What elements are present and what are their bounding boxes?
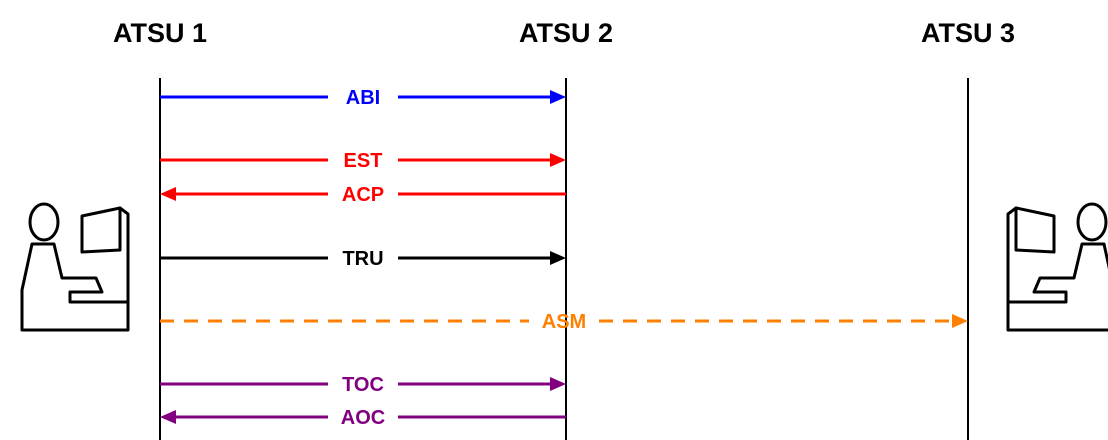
- arrowhead: [160, 410, 176, 424]
- arrowhead: [160, 187, 176, 201]
- unit-title-atsu3: ATSU 3: [921, 18, 1015, 48]
- arrowhead: [550, 90, 566, 104]
- message-tru: TRU: [160, 248, 566, 270]
- message-asm: ASM: [160, 311, 968, 333]
- message-label: ABI: [346, 87, 380, 109]
- message-est: EST: [160, 150, 566, 172]
- message-arrows: ABI EST ACP TRU ASM TOC AOC: [160, 87, 968, 429]
- controller-workstation-icon-right: [1006, 202, 1108, 332]
- arrowhead: [550, 377, 566, 391]
- message-toc: TOC: [160, 374, 566, 396]
- message-label: ACP: [342, 184, 384, 206]
- message-label: ASM: [542, 311, 586, 333]
- message-label: TOC: [342, 374, 384, 396]
- message-acp: ACP: [160, 184, 566, 206]
- message-abi: ABI: [160, 87, 566, 109]
- unit-title-atsu1: ATSU 1: [113, 18, 207, 48]
- message-label: TRU: [342, 248, 383, 270]
- arrowhead: [952, 314, 968, 328]
- message-aoc: AOC: [160, 407, 566, 429]
- message-label: AOC: [341, 407, 385, 429]
- arrowhead: [550, 153, 566, 167]
- unit-title-atsu2: ATSU 2: [519, 18, 613, 48]
- controller-workstation-icon-left: [20, 202, 130, 332]
- arrowhead: [550, 251, 566, 265]
- message-label: EST: [344, 150, 383, 172]
